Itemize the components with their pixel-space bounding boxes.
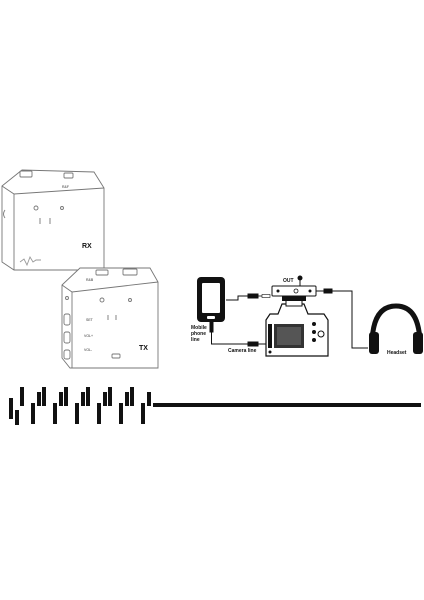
out-adapter bbox=[271, 285, 317, 301]
camera-line-label: Camera line bbox=[228, 348, 257, 354]
mobile-phone-icon bbox=[197, 277, 225, 322]
tx-vol-up-label: VOL+ bbox=[84, 334, 94, 338]
mobile-phone-line-label-2: phone bbox=[191, 331, 206, 337]
tx-label: TX bbox=[139, 345, 148, 352]
tx-transmitter-unit bbox=[61, 267, 159, 369]
mobile-phone-line-label-1: Mobile bbox=[191, 325, 207, 331]
rx-port-label: R&F bbox=[62, 185, 69, 189]
rx-receiver-unit bbox=[1, 169, 105, 271]
rx-label: RX bbox=[82, 243, 92, 250]
cables bbox=[209, 275, 368, 349]
out-label: OUT bbox=[283, 278, 294, 284]
mobile-phone-line-label-3: line bbox=[191, 337, 200, 343]
tx-top-label: R&B bbox=[86, 278, 94, 282]
camera-icon bbox=[265, 299, 329, 357]
tx-set-label: SET bbox=[86, 318, 93, 322]
headset-label: Headset bbox=[387, 350, 407, 356]
decorative-dash-pattern bbox=[9, 387, 151, 425]
divider-rule bbox=[153, 403, 421, 407]
headset-icon bbox=[369, 303, 423, 354]
tx-vol-down-label: VOL- bbox=[84, 348, 93, 352]
